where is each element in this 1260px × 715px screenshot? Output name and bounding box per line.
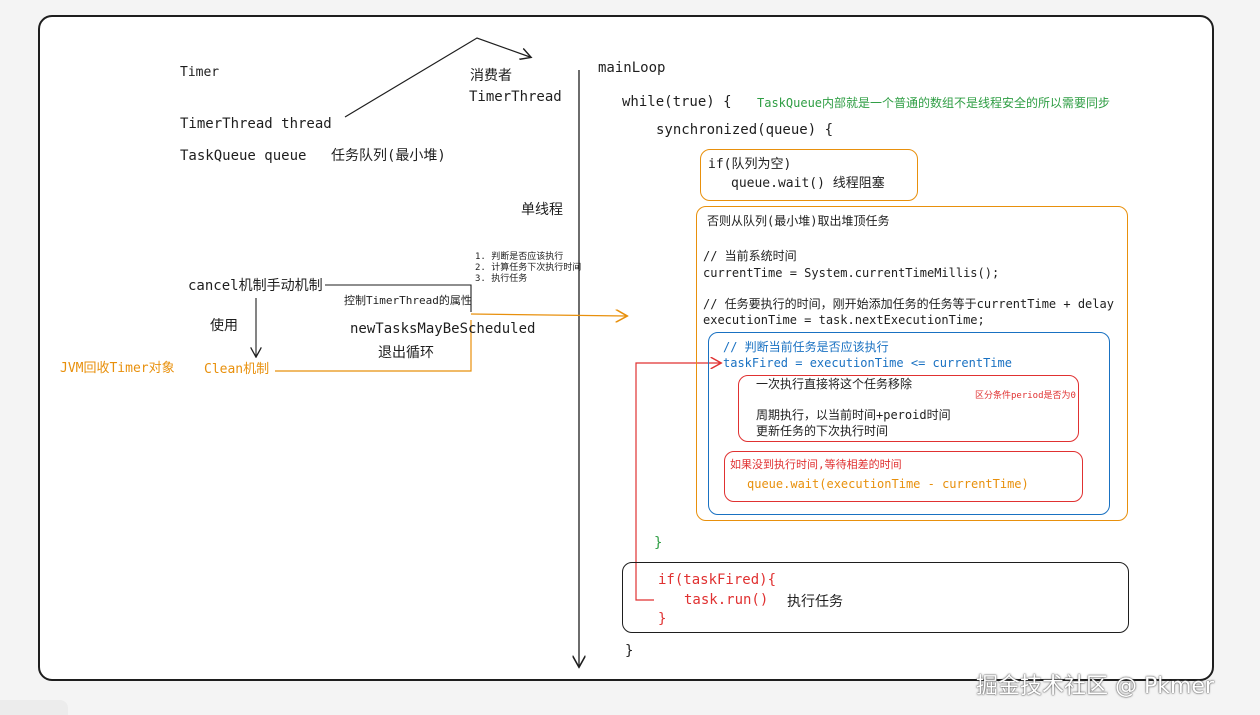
wait-diff-code: queue.wait(executionTime - currentTime) (747, 477, 1029, 491)
task-run-code: task.run() (684, 592, 769, 608)
not-yet-label: 如果没到执行时间,等待相差的时间 (730, 458, 902, 471)
else-take-label: 否则从队列(最小堆)取出堆顶任务 (707, 214, 890, 228)
wait-branch-box (724, 451, 1083, 502)
exit-loop-label: 退出循环 (378, 345, 434, 361)
comment-current-time: // 当前系统时间 (703, 249, 797, 263)
comment-should-run: // 判断当前任务是否应该执行 (723, 340, 889, 354)
comment-exec-time: // 任务要执行的时间，刚开始添加任务的任务等于currentTime + de… (703, 297, 1114, 311)
should-run-box (708, 332, 1110, 515)
synchronized-code: synchronized(queue) { (656, 122, 834, 138)
step-1: 1. 判断是否应该执行 (475, 252, 564, 262)
step-3: 3. 执行任务 (475, 274, 528, 284)
once-remove-label: 一次执行直接将这个任务移除 (756, 377, 913, 391)
consumer-label: 消费者 (470, 68, 512, 84)
clean-mechanism-label: Clean机制 (204, 362, 270, 377)
period-condition-note: 区分条件period是否为0 (975, 391, 1076, 401)
use-label: 使用 (210, 318, 238, 334)
update-next-label: 更新任务的下次执行时间 (756, 424, 889, 438)
task-fired-code: taskFired = executionTime <= currentTime (723, 356, 1012, 370)
watermark: 掘金技术社区 @ Pkmer (976, 674, 1215, 699)
main-loop-label: mainLoop (598, 60, 666, 76)
close-if-brace: } (658, 611, 667, 627)
cancel-mechanism-label: cancel机制手动机制 (188, 278, 323, 294)
if-empty-code: if(队列为空) (708, 157, 792, 172)
queue-sync-note: TaskQueue内部就是一个普通的数组不是线程安全的所以需要同步 (757, 96, 1111, 110)
task-queue-field: TaskQueue queue (180, 148, 307, 164)
control-attr-label: 控制TimerThread的属性 (344, 294, 472, 307)
single-thread-label: 单线程 (521, 202, 563, 218)
periodic-exec-label: 周期执行，以当前时间+peroid时间 (756, 408, 951, 422)
else-branch-box (696, 206, 1128, 521)
timer-label: Timer (180, 65, 220, 80)
while-true-code: while(true) { (622, 94, 732, 110)
consumer-thread-label: TimerThread (469, 89, 562, 105)
page-tab-stub (0, 700, 68, 715)
if-fired-code: if(taskFired){ (658, 572, 777, 588)
exec-time-code: executionTime = task.nextExecutionTime; (703, 313, 985, 327)
run-task-label: 执行任务 (787, 594, 843, 610)
task-run-box (622, 562, 1129, 633)
queue-wait-code: queue.wait() 线程阻塞 (731, 176, 885, 191)
current-time-code: currentTime = System.currentTimeMillis()… (703, 266, 1000, 280)
close-sync-brace: } (654, 535, 663, 551)
timer-thread-field: TimerThread thread (180, 116, 332, 132)
fired-branch-box (738, 375, 1079, 442)
task-queue-note: 任务队列(最小堆) (331, 148, 446, 164)
step-2: 2. 计算任务下次执行时间 (475, 263, 582, 273)
jvm-recycle-label: JVM回收Timer对象 (60, 361, 175, 376)
new-tasks-flag: newTasksMayBeScheduled (350, 321, 536, 337)
empty-queue-box (700, 149, 918, 201)
close-while-brace: } (625, 643, 634, 659)
